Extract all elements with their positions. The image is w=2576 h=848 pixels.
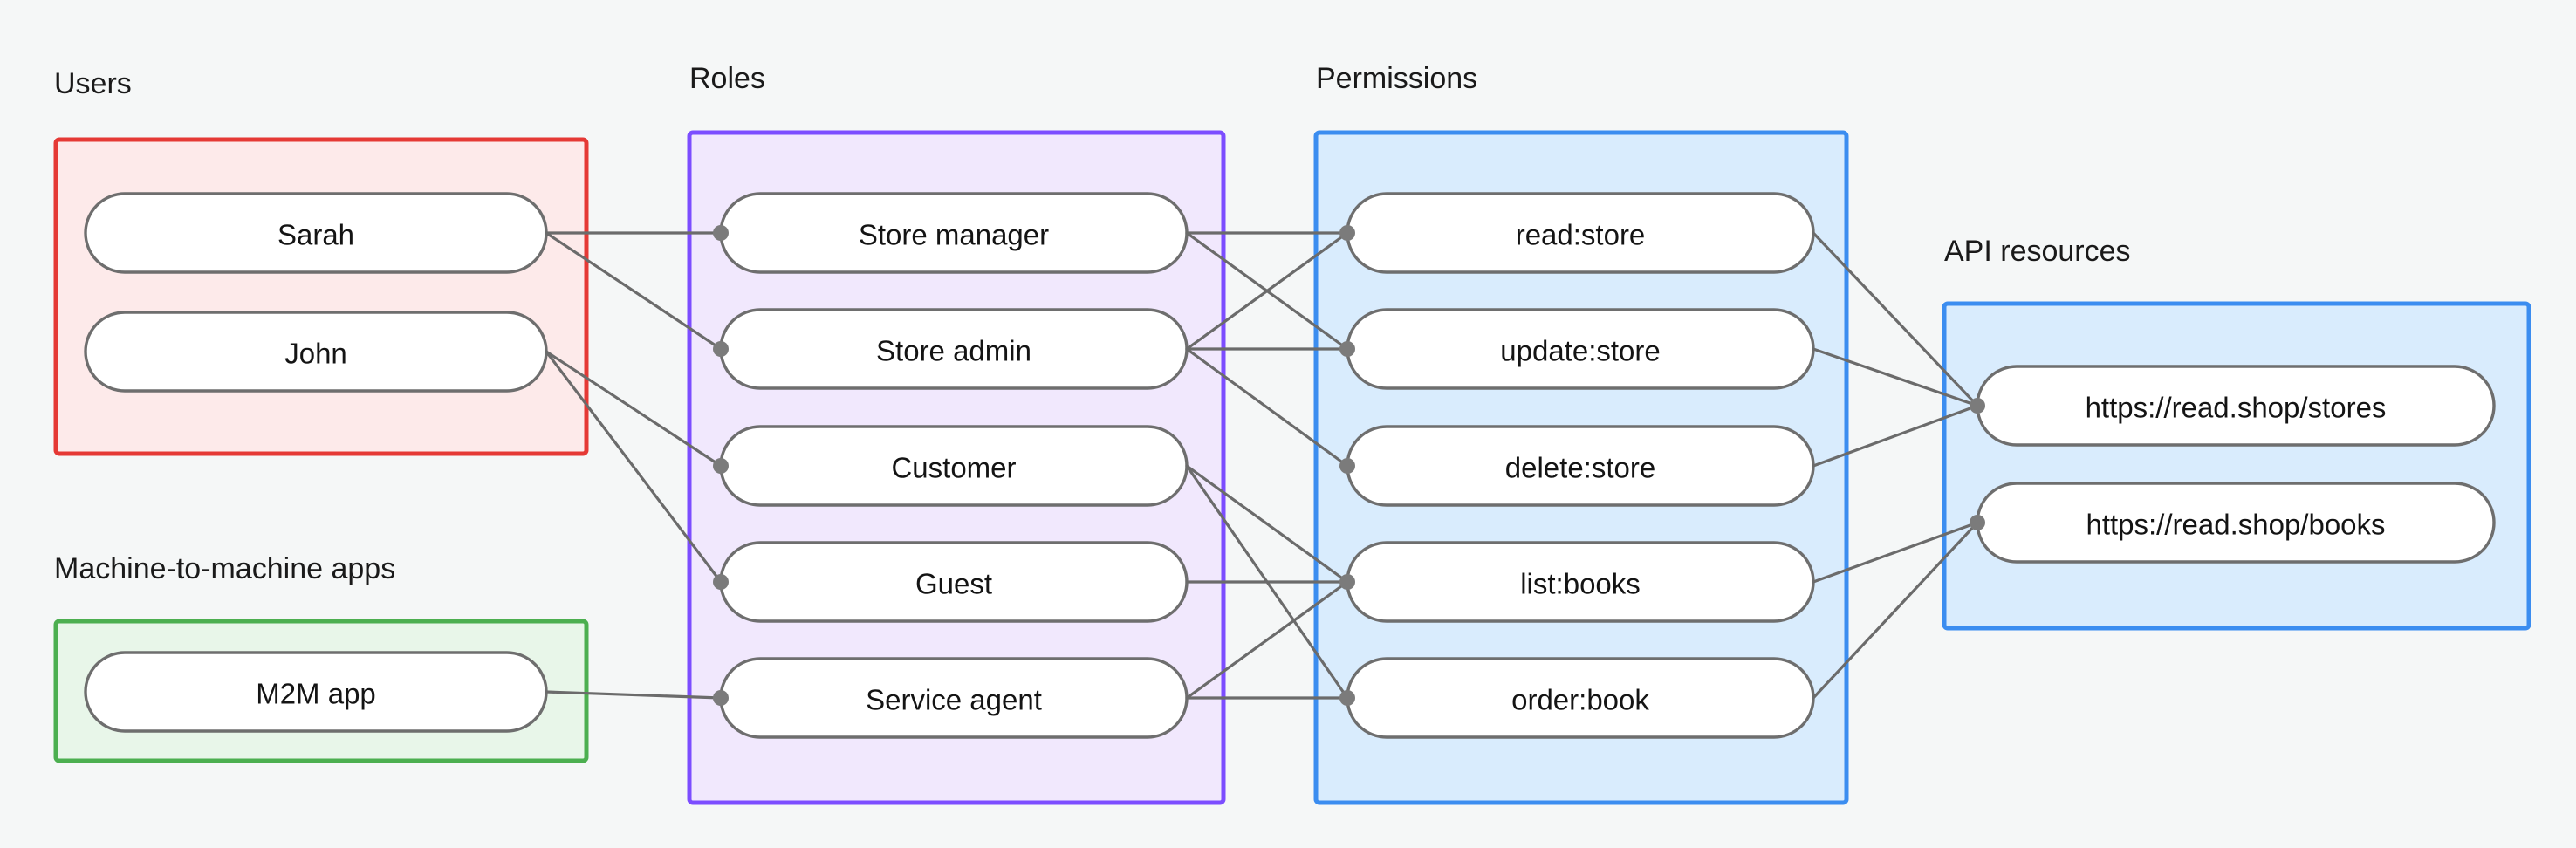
group-permissions: Permissions read:store update:store dele… bbox=[1313, 62, 1849, 805]
edge-store-admin-to-delete-store bbox=[1185, 347, 1349, 468]
edge-endpoint-store-admin bbox=[713, 341, 729, 357]
edge-update-store-to-res-stores bbox=[1812, 347, 1979, 407]
edge-delete-store-to-res-stores bbox=[1812, 404, 1979, 468]
group-box-api-resources bbox=[1942, 301, 2531, 631]
node-label-order-book: order:book bbox=[1511, 684, 1649, 716]
edge-endpoint-store-manager bbox=[713, 225, 729, 241]
node-label-store-manager: Store manager bbox=[859, 219, 1049, 251]
edge-endpoint-customer bbox=[713, 458, 729, 474]
node-john[interactable]: John bbox=[84, 311, 548, 393]
node-guest[interactable]: Guest bbox=[719, 541, 1189, 623]
node-label-service-agent: Service agent bbox=[866, 684, 1042, 716]
edge-endpoint-res-stores bbox=[1970, 398, 1985, 414]
edge-layer bbox=[545, 225, 1985, 706]
node-label-res-stores: https://read.shop/stores bbox=[2086, 392, 2387, 424]
edge-endpoint-order-book bbox=[1339, 690, 1355, 706]
edge-endpoint-list-books bbox=[1339, 574, 1355, 590]
group-users: Users Sarah John bbox=[53, 67, 589, 456]
node-label-list-books: list:books bbox=[1520, 568, 1641, 600]
edge-sarah-to-store-admin bbox=[545, 231, 723, 351]
edge-endpoint-res-books bbox=[1970, 515, 1985, 530]
group-api-resources: API resources https://read.shop/stores h… bbox=[1942, 235, 2531, 631]
group-roles: Roles Store manager Store admin Customer… bbox=[687, 62, 1226, 805]
node-label-read-store: read:store bbox=[1516, 219, 1646, 251]
group-m2m: Machine-to-machine apps M2M app bbox=[53, 552, 589, 763]
node-label-delete-store: delete:store bbox=[1505, 452, 1655, 484]
group-title-permissions: Permissions bbox=[1316, 62, 1477, 95]
group-title-users: Users bbox=[54, 67, 132, 100]
node-label-sarah: Sarah bbox=[277, 219, 354, 251]
node-label-update-store: update:store bbox=[1500, 335, 1660, 367]
node-list-books[interactable]: list:books bbox=[1346, 541, 1815, 623]
node-service-agent[interactable]: Service agent bbox=[719, 657, 1189, 739]
node-update-store[interactable]: update:store bbox=[1346, 308, 1815, 390]
node-order-book[interactable]: order:book bbox=[1346, 657, 1815, 739]
node-label-res-books: https://read.shop/books bbox=[2086, 509, 2385, 541]
edge-endpoint-guest bbox=[713, 574, 729, 590]
edge-endpoint-update-store bbox=[1339, 341, 1355, 357]
group-title-m2m: Machine-to-machine apps bbox=[54, 552, 395, 585]
edge-store-admin-to-read-store bbox=[1185, 231, 1349, 351]
node-label-customer: Customer bbox=[891, 452, 1016, 484]
edge-endpoint-delete-store bbox=[1339, 458, 1355, 474]
edge-endpoint-service-agent bbox=[713, 690, 729, 706]
edge-endpoint-read-store bbox=[1339, 225, 1355, 241]
node-store-admin[interactable]: Store admin bbox=[719, 308, 1189, 390]
edge-m2m-app-to-service-agent bbox=[545, 690, 723, 700]
node-res-stores[interactable]: https://read.shop/stores bbox=[1976, 365, 2496, 447]
node-res-books[interactable]: https://read.shop/books bbox=[1976, 482, 2496, 564]
node-delete-store[interactable]: delete:store bbox=[1346, 425, 1815, 507]
node-sarah[interactable]: Sarah bbox=[84, 192, 548, 274]
node-read-store[interactable]: read:store bbox=[1346, 192, 1815, 274]
edge-john-to-guest bbox=[545, 350, 723, 584]
edge-read-store-to-res-stores bbox=[1812, 231, 1979, 407]
node-m2m-app[interactable]: M2M app bbox=[84, 651, 548, 733]
edge-order-book-to-res-books bbox=[1812, 521, 1979, 700]
node-label-m2m-app: M2M app bbox=[256, 678, 376, 710]
edge-list-books-to-res-books bbox=[1812, 521, 1979, 584]
node-store-manager[interactable]: Store manager bbox=[719, 192, 1189, 274]
group-box-users bbox=[53, 137, 589, 456]
node-label-guest: Guest bbox=[915, 568, 992, 600]
edge-service-agent-to-list-books bbox=[1185, 580, 1349, 700]
node-label-john: John bbox=[284, 338, 347, 370]
node-customer[interactable]: Customer bbox=[719, 425, 1189, 507]
edge-john-to-customer bbox=[545, 350, 723, 468]
node-label-store-admin: Store admin bbox=[876, 335, 1031, 367]
edge-customer-to-list-books bbox=[1185, 464, 1349, 584]
group-title-api-resources: API resources bbox=[1944, 235, 2131, 268]
group-title-roles: Roles bbox=[689, 62, 765, 95]
